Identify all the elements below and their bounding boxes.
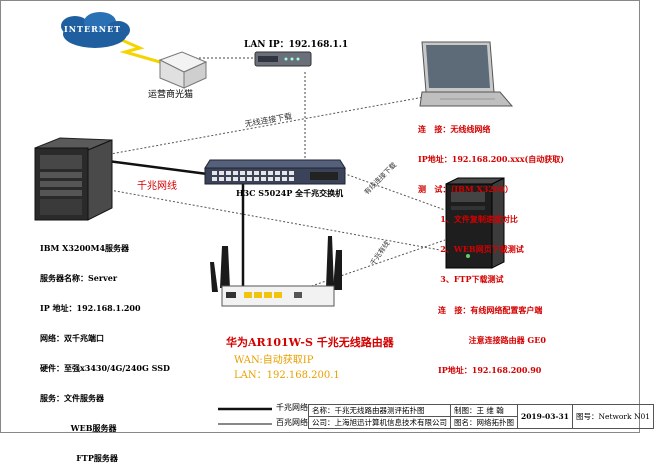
server-info-line: 服务：文件服务器 xyxy=(40,393,104,403)
client-pc-icon xyxy=(445,177,505,269)
laptop-info-line: 1、文件复制速度对比 xyxy=(418,214,518,224)
server-info: IBM X3200M4服务器 服务器名称：Server IP 地址：192.16… xyxy=(40,223,170,473)
fig-value: Network N01 xyxy=(598,412,651,421)
laptop-info-line: 2、WEB网页下载测试 xyxy=(418,244,524,254)
gigabit-wired-link xyxy=(299,239,446,291)
laptop-info-line: 3、FTP下载测试 xyxy=(418,274,504,284)
switch-icon xyxy=(204,159,346,185)
laptop-info-line: 连 接：无线线网络 xyxy=(418,124,491,134)
legend-fast-label: 百兆网络 xyxy=(276,418,308,427)
client-info-line: 连 接：有线网络配置客户端 xyxy=(438,305,543,315)
company-value: 上海旭迅计算机信息技术有限公司 xyxy=(334,418,448,427)
wired-download-link xyxy=(339,171,446,211)
server-icon xyxy=(34,137,113,221)
modem-icon xyxy=(158,51,208,89)
client-info: 连 接：有线网络配置客户端 注意连接路由器 GE0 IP地址：192.168.2… xyxy=(438,285,546,385)
internet-label: INTERNET xyxy=(64,24,122,34)
legend-gigabit-label: 千兆网络 xyxy=(276,403,308,412)
server-info-line: WEB服务器 xyxy=(40,423,117,433)
client-info-line: IP地址：192.168.200.90 xyxy=(438,365,542,375)
diagram-value: 网络拓扑图 xyxy=(476,418,515,427)
lan-ip-label: LAN IP：192.168.1.1 xyxy=(244,40,349,50)
server-info-line: 网络：双千兆端口 xyxy=(40,333,104,343)
laptop-info-line: IP地址：192.168.200.xxx(自动获取) xyxy=(418,154,565,164)
server-info-line: 服务器名称：Server xyxy=(40,273,118,283)
router-wan: WAN:自动获取IP xyxy=(234,355,314,366)
title-block: 名称：千兆无线路由器测评拓扑图 制图：王 维 翰 2019-03-31 图号：N… xyxy=(308,404,654,429)
lightning-icon xyxy=(109,33,161,64)
gateway-router-icon xyxy=(254,51,312,67)
server-info-line: FTP服务器 xyxy=(40,453,118,463)
name-label: 名称： xyxy=(312,406,335,415)
antenna-icon xyxy=(333,250,342,290)
router-title: 华为AR101W-S 千兆无线路由器 xyxy=(226,336,394,349)
client-info-line: 注意连接路由器 GE0 xyxy=(438,335,546,345)
antenna-icon xyxy=(326,236,334,288)
drawer-value: 王 维 翰 xyxy=(476,406,504,415)
laptop-info-line: 测 试：（IBM X3200） xyxy=(418,184,513,194)
antenna-icon xyxy=(210,262,218,292)
gigabit-line-label: 千兆网线 xyxy=(137,181,177,192)
internet-cloud-icon xyxy=(61,12,130,48)
laptop-icon xyxy=(419,41,514,107)
antenna-icon xyxy=(220,246,230,288)
company-label: 公司： xyxy=(312,418,335,427)
date-cell: 2019-03-31 xyxy=(517,404,573,429)
modem-label: 运营商光猫 xyxy=(148,90,194,100)
server-info-line: 硬件：至强x3430/4G/240G SSD xyxy=(40,363,170,373)
server-info-line: IP 地址：192.168.1.200 xyxy=(40,303,141,313)
laptop-info: 连 接：无线线网络 IP地址：192.168.200.xxx(自动获取) 测 试… xyxy=(418,104,564,294)
page-border xyxy=(0,0,640,433)
server-info-line: IBM X3200M4服务器 xyxy=(40,243,130,253)
router-lan: LAN：192.168.200.1 xyxy=(234,370,340,381)
topology-diagram xyxy=(0,0,640,433)
wireless-router-icon xyxy=(210,236,342,307)
name-value: 千兆无线路由器测评拓扑图 xyxy=(334,406,425,415)
fig-label: 图号： xyxy=(575,412,599,421)
switch-label: H3C S5024P 全千兆交换机 xyxy=(236,188,344,198)
diagram-label: 图名： xyxy=(454,418,477,427)
server-to-switch-link xyxy=(99,158,216,177)
drawer-label: 制图： xyxy=(454,406,477,415)
